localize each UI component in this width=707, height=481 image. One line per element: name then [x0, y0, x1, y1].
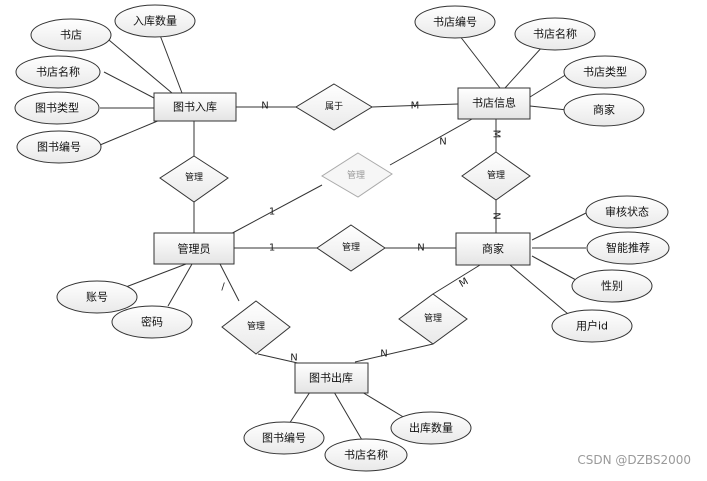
card-mc-out: M — [458, 276, 471, 290]
svg-text:书店信息: 书店信息 — [472, 96, 516, 110]
attr-book-in-no[interactable]: 图书编号 — [16, 130, 102, 164]
attr-book-in-store-name[interactable]: 书店名称 — [15, 55, 101, 89]
svg-text:管理: 管理 — [424, 312, 442, 324]
line-store-no — [455, 30, 501, 89]
line-admin-account — [117, 263, 187, 291]
line-mc-gender — [531, 255, 577, 281]
entity-book-in[interactable]: 图书入库 — [153, 92, 237, 122]
svg-text:图书编号: 图书编号 — [37, 140, 81, 154]
svg-text:书店名称: 书店名称 — [36, 65, 80, 79]
svg-text:书店: 书店 — [60, 28, 82, 42]
svg-text:智能推荐: 智能推荐 — [606, 241, 650, 255]
cardinality-labels: N M 1 N M N 1 N / N N M — [221, 101, 501, 364]
relation-manage-merchant-out[interactable]: 管理 — [398, 293, 468, 345]
svg-text:图书入库: 图书入库 — [173, 101, 217, 114]
svg-text:书店名称: 书店名称 — [344, 448, 388, 462]
svg-text:管理: 管理 — [487, 169, 505, 181]
attr-admin-password[interactable]: 密码 — [111, 305, 193, 339]
relation-manage-store-faded[interactable]: 管理 — [321, 152, 393, 198]
line-store-merchant — [529, 105, 568, 111]
svg-text:图书类型: 图书类型 — [35, 101, 79, 115]
card-mc-admin: N — [417, 243, 424, 254]
line-out-manage-out — [257, 353, 303, 365]
relation-belongs[interactable]: 属于 — [295, 83, 373, 131]
line-out-name — [333, 391, 363, 441]
line-book-in-no — [99, 119, 161, 146]
svg-text:管理: 管理 — [347, 169, 365, 181]
card-admin-mc: 1 — [269, 243, 275, 254]
svg-text:图书编号: 图书编号 — [262, 431, 306, 445]
line-store-type — [529, 73, 568, 98]
svg-text:书店名称: 书店名称 — [533, 27, 577, 41]
line-mc-out-manage — [432, 264, 481, 295]
svg-text:管理: 管理 — [247, 320, 265, 332]
svg-text:管理: 管理 — [342, 241, 360, 253]
svg-text:管理员: 管理员 — [178, 242, 211, 256]
watermark: CSDN @DZBS2000 — [577, 453, 691, 467]
svg-text:审核状态: 审核状态 — [605, 205, 649, 219]
card-admin-store: 1 — [269, 207, 275, 218]
line-out-book-no — [288, 391, 311, 425]
line-admin-password — [167, 263, 193, 307]
svg-text:管理: 管理 — [185, 171, 203, 183]
relation-manage-store-merchant[interactable]: 管理 — [461, 151, 531, 201]
attr-store-merchant[interactable]: 商家 — [563, 93, 645, 127]
relation-manage-book-in[interactable]: 管理 — [159, 155, 229, 203]
svg-text:账号: 账号 — [86, 291, 108, 304]
relation-manage-admin-out[interactable]: 管理 — [221, 300, 291, 355]
card-mc-store: N — [491, 212, 502, 219]
svg-text:性别: 性别 — [601, 279, 623, 293]
line-admin-faded-manage — [224, 184, 323, 238]
svg-text:出库数量: 出库数量 — [409, 421, 453, 435]
attr-store-name[interactable]: 书店名称 — [514, 17, 596, 51]
attr-merchant-gender[interactable]: 性别 — [571, 269, 653, 303]
line-book-in-store-name — [103, 71, 155, 99]
svg-text:书店编号: 书店编号 — [433, 15, 477, 29]
card-out-admin: N — [290, 353, 297, 364]
line-admin-out-manage — [219, 263, 240, 302]
relation-manage-admin-merchant[interactable]: 管理 — [316, 224, 386, 272]
attr-admin-account[interactable]: 账号 — [56, 280, 138, 314]
line-mc-manage-out — [354, 343, 434, 363]
card-out-mc: N — [380, 349, 387, 360]
svg-text:商家: 商家 — [482, 242, 504, 256]
entity-admin[interactable]: 管理员 — [153, 232, 235, 265]
attr-book-in-qty[interactable]: 入库数量 — [114, 4, 196, 38]
attr-merchant-audit[interactable]: 审核状态 — [585, 195, 669, 229]
line-belongs-store — [371, 103, 459, 108]
attr-out-name[interactable]: 书店名称 — [324, 438, 408, 472]
svg-text:书店类型: 书店类型 — [583, 65, 627, 79]
svg-text:用户id: 用户id — [576, 319, 608, 333]
attr-store-no[interactable]: 书店编号 — [414, 5, 496, 39]
line-book-in-store — [102, 34, 173, 94]
entity-book-out[interactable]: 图书出库 — [294, 362, 369, 394]
card-store-belongs: M — [411, 101, 420, 112]
svg-text:图书出库: 图书出库 — [309, 371, 353, 385]
attr-merchant-smart[interactable]: 智能推荐 — [586, 231, 670, 265]
card-store-mc: M — [491, 130, 502, 139]
attr-out-qty[interactable]: 出库数量 — [390, 411, 472, 445]
svg-text:属于: 属于 — [325, 101, 343, 112]
entity-store-info[interactable]: 书店信息 — [457, 87, 531, 120]
line-mc-userid — [509, 264, 569, 315]
svg-text:商家: 商家 — [593, 103, 615, 117]
card-store-admin: N — [439, 137, 446, 148]
svg-text:入库数量: 入库数量 — [133, 15, 177, 28]
line-mc-audit — [531, 212, 587, 241]
connectors — [99, 21, 587, 441]
line-faded-manage-store — [389, 118, 473, 166]
attr-store-type[interactable]: 书店类型 — [563, 55, 647, 89]
entity-merchant[interactable]: 商家 — [455, 232, 531, 266]
attr-book-in-store[interactable]: 书店 — [30, 18, 112, 52]
card-in-belongs: N — [261, 101, 268, 112]
attr-book-in-type[interactable]: 图书类型 — [14, 91, 100, 125]
attr-merchant-userid[interactable]: 用户id — [551, 309, 633, 343]
attr-out-book-no[interactable]: 图书编号 — [243, 421, 325, 455]
svg-text:密码: 密码 — [141, 315, 163, 329]
card-admin-out: / — [221, 282, 225, 293]
